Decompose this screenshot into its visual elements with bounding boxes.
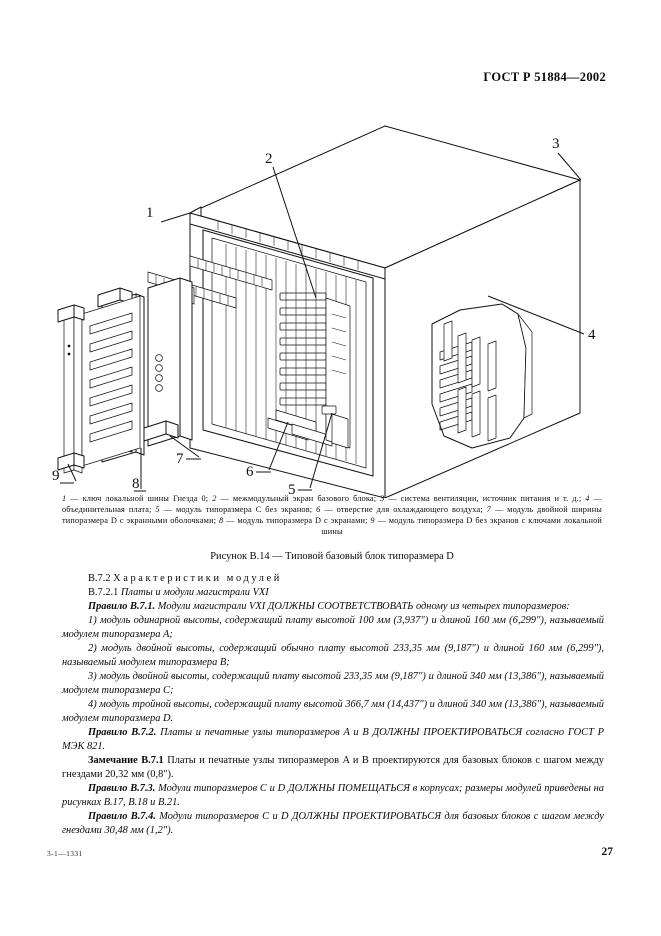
paragraph-list: Правило В.7.1. Модули магистрали VXI ДОЛ… [62,600,604,838]
paragraph-item-1: 1) модуль одинарной высоты, содержащий п… [62,614,604,640]
standard-number-header: ГОСТ Р 51884—2002 [483,70,606,84]
callout-4: 4 [588,327,596,343]
paragraph-item-4: 4) модуль тройной высоты, содержащий пла… [62,698,604,724]
section-number: В.7.2 [88,573,111,584]
callout-6: 6 [246,464,254,480]
paragraph-note-b-7-1: Замечание В.7.1 Платы и печатные узлы ти… [62,754,604,780]
chassis-isometric-drawing: .ln { fill:none; stroke:#111; stroke-wid… [52,125,596,498]
subsection-number: В.7.2.1 [88,586,119,598]
backplane-cutaway [431,303,533,449]
paragraph-item-3: 3) модуль двойной высоты, содержащий пла… [62,670,604,696]
paragraph-rule-b-7-1: Правило В.7.1. Модули магистрали VXI ДОЛ… [88,600,570,612]
callout-2: 2 [265,151,273,167]
section-heading: В.7.2 Характеристики модулей [62,572,604,586]
subsection-title: Платы и модули магистрали VXI [120,586,269,598]
callout-3: 3 [552,136,560,152]
footer-signature: 3-1—1331 [47,849,83,858]
figure-illustration: .ln { fill:none; stroke:#111; stroke-wid… [40,118,630,498]
backplane-connectors [267,409,333,447]
paragraph-rule-b-7-4: Правило В.7.4. Модули типоразмеров C и D… [62,810,605,836]
figure-legend: 1 — ключ локальной шины Гнезда 0; 2 — ме… [62,494,603,536]
section-title: Характеристики модулей [113,573,282,584]
paragraph-rule-b-7-3: Правило В.7.3. Модули типоразмеров C и D… [62,782,604,808]
body-text: В.7.2 Характеристики модулей В.7.2.1 Пла… [62,572,604,838]
callout-7: 7 [176,451,184,467]
module7-indicators [155,354,163,392]
paragraph-rule-b-7-2: Правило В.7.2. Платы и печатные узлы тип… [62,726,604,752]
paragraph-item-2: 2) модуль двойной высоты, содержащий обы… [62,642,604,668]
callout-1: 1 [146,205,154,221]
figure-caption: Рисунок В.14 — Типовой базовый блок типо… [210,551,454,562]
callout-9: 9 [52,468,60,484]
footer-page-number: 27 [601,846,614,858]
module9-slots [89,312,133,443]
top-rail-ticks [217,221,359,270]
subsection-heading: В.7.2.1 Платы и модули магистрали VXI [62,586,604,600]
callout-8: 8 [132,476,140,492]
callout-5: 5 [288,482,296,498]
